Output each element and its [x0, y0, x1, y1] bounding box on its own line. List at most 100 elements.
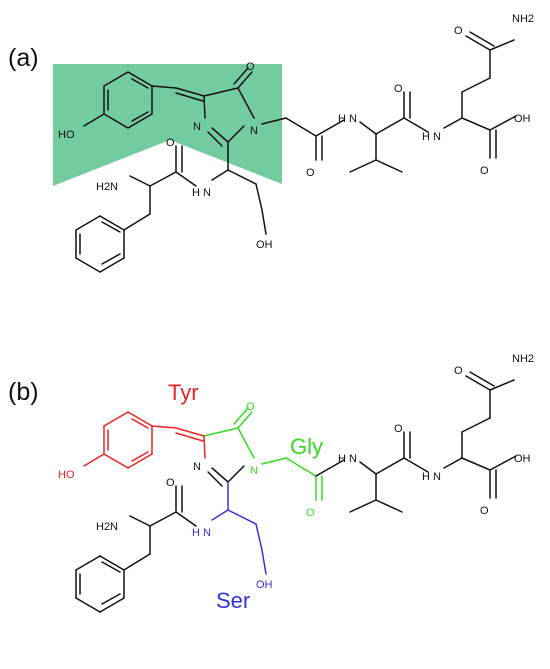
b-bond	[75, 555, 101, 571]
b-bond	[255, 523, 263, 551]
b-bond	[211, 509, 229, 521]
b-bond	[83, 453, 105, 467]
a-atom-o-acid: O	[480, 165, 489, 177]
a-atom-n-ring: N	[250, 125, 258, 137]
a-bond	[211, 169, 229, 181]
panel-b-label: (b)	[8, 378, 39, 406]
b-atom-o-gln-amide: O	[454, 365, 463, 377]
b-bond	[211, 467, 229, 483]
panel-a-label: (a)	[8, 44, 39, 72]
a-bond	[99, 257, 125, 273]
a-atom-o-gln-amide: O	[454, 25, 463, 37]
a-bond	[233, 67, 249, 85]
b-bond	[151, 425, 177, 429]
b-atom-n-ring: N	[250, 465, 258, 477]
a-bond	[103, 113, 129, 129]
molecule-a-bonds	[75, 31, 517, 273]
a-bond	[203, 95, 206, 119]
a-bond	[489, 115, 517, 131]
a-bond	[465, 35, 491, 51]
b-bond	[489, 379, 515, 391]
a-bond	[375, 117, 405, 135]
a-bond	[149, 171, 177, 187]
b-atom-n-ring2: N	[193, 461, 201, 473]
b-bond	[461, 457, 491, 471]
b-bond	[403, 457, 429, 473]
b-atom-nh-val: H N	[338, 453, 357, 465]
a-atom-nh-ser: H N	[192, 187, 211, 199]
b-bond	[123, 553, 151, 571]
b-bond	[103, 453, 129, 469]
a-bond	[469, 31, 495, 47]
a-bond	[131, 111, 149, 122]
a-bond	[237, 87, 255, 119]
a-bond	[131, 78, 149, 89]
b-bond	[237, 411, 253, 429]
a-atom-o-ring: O	[246, 61, 255, 73]
b-atom-ho-phenol: HO	[58, 469, 75, 481]
a-atom-nh-val: H N	[338, 113, 357, 125]
b-bond	[127, 453, 153, 469]
b-bond	[149, 511, 177, 527]
a-bond	[203, 87, 239, 97]
a-bond	[375, 159, 403, 173]
a-bond	[175, 87, 205, 97]
b-bond	[359, 461, 377, 475]
a-atom-nh2: NH2	[512, 13, 534, 25]
b-bond	[315, 459, 345, 477]
b-bond	[175, 427, 205, 437]
a-atom-h2n-phe: H2N	[96, 181, 118, 193]
b-bond	[99, 597, 125, 613]
b-bond	[101, 593, 121, 605]
molecule-b-bonds	[75, 371, 517, 613]
b-bond	[489, 455, 517, 471]
a-atom-o-phe: O	[166, 137, 175, 149]
a-bond	[127, 113, 153, 129]
a-bond	[211, 127, 229, 143]
a-bond	[227, 125, 245, 143]
b-bond	[261, 457, 287, 465]
b-atom-nh2: NH2	[512, 353, 534, 365]
a-bond	[129, 175, 151, 187]
b-bond	[129, 515, 151, 527]
a-bond	[151, 85, 177, 89]
b-atom-o-phe: O	[166, 477, 175, 489]
a-bond	[461, 77, 491, 93]
b-atom-oh-ser: OH	[256, 579, 273, 591]
chromophore-highlight	[53, 64, 282, 186]
a-bond	[175, 92, 204, 102]
b-atom-o-val: O	[394, 423, 403, 435]
b-bond	[465, 375, 491, 391]
b-atom-o-acid: O	[480, 505, 489, 517]
a-atom-o-gly: O	[306, 167, 315, 179]
b-bond	[99, 555, 125, 571]
a-bond	[83, 113, 105, 127]
b-bond	[175, 511, 197, 527]
a-atom-ho-phenol: HO	[58, 129, 75, 141]
a-bond	[359, 121, 377, 135]
a-bond	[227, 169, 257, 185]
a-bond	[315, 119, 345, 137]
residue-label-ser: Ser	[216, 588, 250, 613]
b-bond	[203, 427, 239, 437]
b-bond	[101, 561, 121, 573]
b-bond	[233, 407, 249, 425]
a-bond	[127, 71, 153, 87]
b-bond	[261, 549, 267, 575]
a-bond	[461, 117, 491, 131]
a-atom-o-val: O	[394, 83, 403, 95]
b-bond	[461, 417, 491, 433]
a-bond	[237, 71, 253, 89]
a-atom-n-ring2: N	[193, 121, 201, 133]
b-atom-nh-ser: H N	[192, 527, 211, 539]
a-bond	[175, 171, 197, 187]
b-bond	[131, 451, 149, 462]
b-bond	[285, 457, 317, 477]
b-bond	[375, 457, 405, 475]
a-bond	[349, 159, 377, 173]
